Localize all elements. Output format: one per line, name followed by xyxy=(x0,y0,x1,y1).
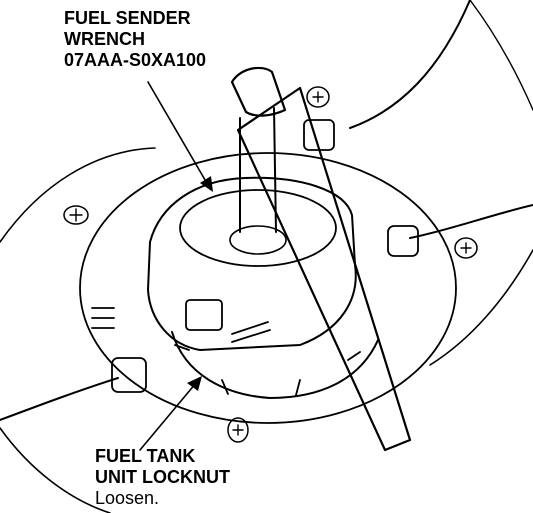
slot-marks xyxy=(91,307,115,329)
tank-surface-outline xyxy=(0,147,533,513)
leader-line-wrench xyxy=(147,81,209,186)
locknut-instruction: Loosen. xyxy=(95,488,160,508)
wrench-part-number: 07AAA-S0XA100 xyxy=(64,50,207,70)
locknut-label-line2: UNIT LOCKNUT xyxy=(95,467,230,487)
electrical-connector xyxy=(185,299,223,331)
mounting-bolt xyxy=(227,417,249,443)
fuel-tank-unit-locknut xyxy=(171,331,379,399)
fuel-sender-wrench-jaw xyxy=(230,66,287,117)
locknut-notch xyxy=(174,344,361,396)
hose-connector-left xyxy=(111,357,147,393)
wrench-shaft xyxy=(239,107,277,233)
sender-unit-center-boss xyxy=(229,225,287,255)
mounting-bolt xyxy=(454,237,478,259)
fuel-outlet-pipe xyxy=(231,321,271,343)
sender-unit-top-ring xyxy=(179,189,337,267)
hose-connector-right xyxy=(387,225,419,257)
fuel-hose-right xyxy=(409,204,533,239)
tank-surface-outline-right xyxy=(469,0,533,111)
leader-line-locknut xyxy=(139,382,197,451)
fuel-sender-unit-body xyxy=(147,176,357,351)
locknut-label-line1: FUEL TANK xyxy=(95,446,196,466)
mounting-plate-outline xyxy=(79,152,457,424)
fuel-sender-wrench-handle xyxy=(236,86,412,452)
mounting-bolt xyxy=(63,205,89,225)
wrench-label-line2: WRENCH xyxy=(64,29,145,49)
wire-harness-top xyxy=(349,0,471,129)
leader-arrowhead-wrench xyxy=(200,176,213,192)
wrench-callout: FUEL SENDER WRENCH 07AAA-S0XA100 xyxy=(64,8,206,71)
fuel-hose-left xyxy=(0,377,119,421)
leader-arrowhead-locknut xyxy=(187,376,202,391)
wrench-label-line1: FUEL SENDER xyxy=(64,8,191,28)
mounting-bolt xyxy=(306,86,330,108)
locknut-callout: FUEL TANK UNIT LOCKNUT Loosen. xyxy=(95,446,230,509)
